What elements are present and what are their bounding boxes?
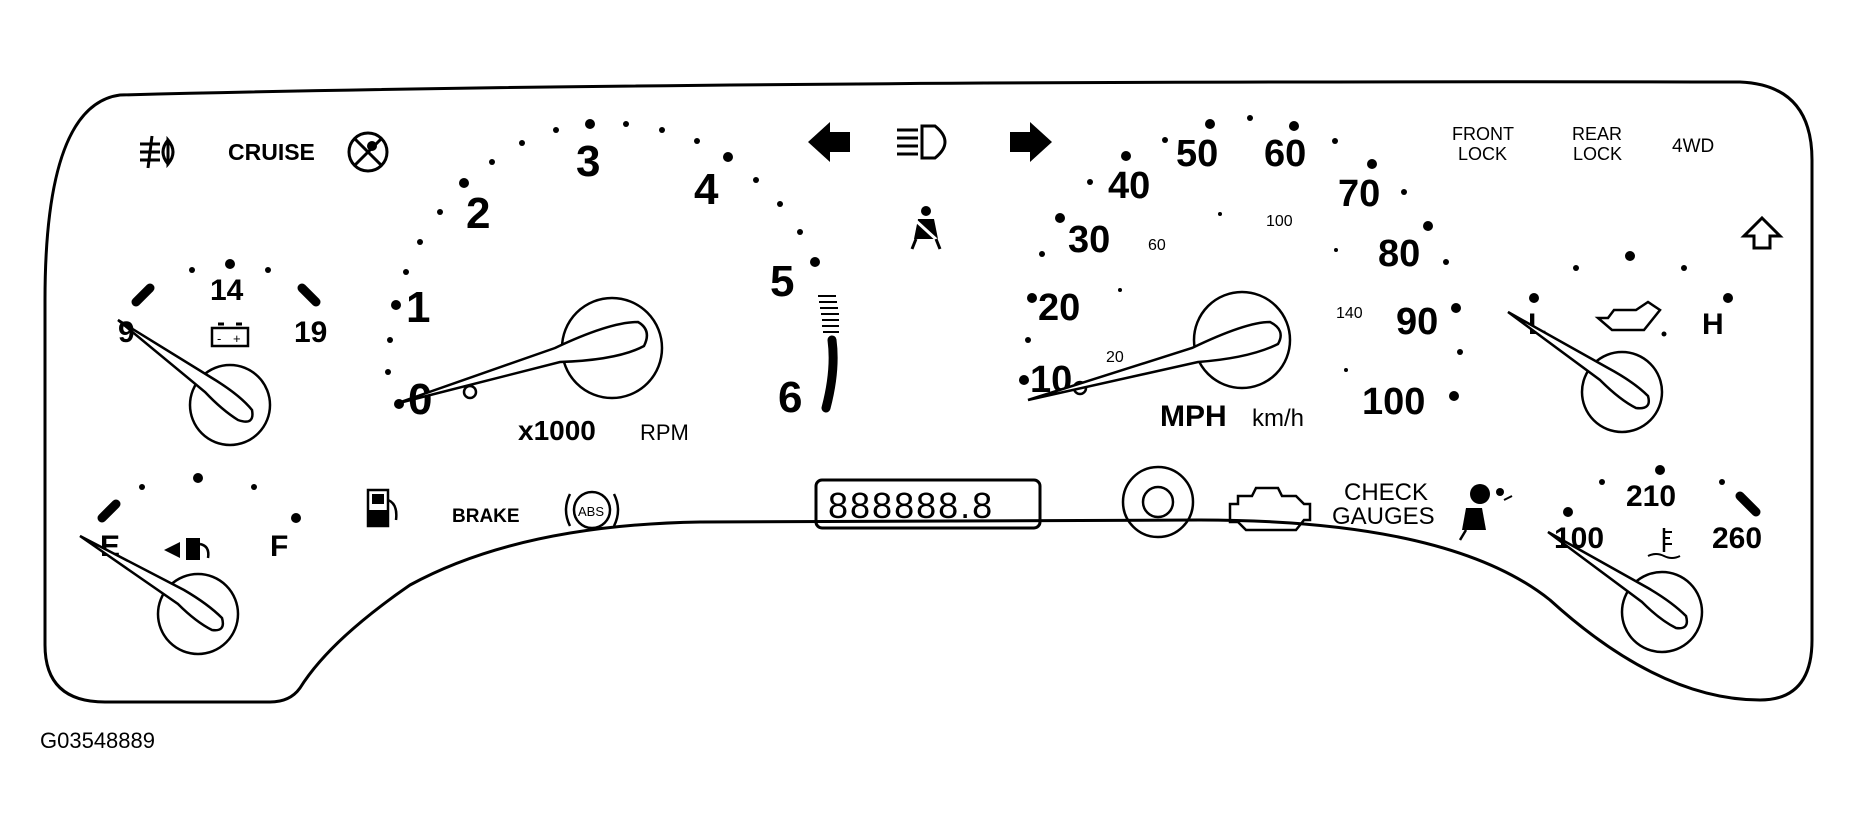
tach-tick-6: 6 bbox=[778, 373, 802, 422]
speedometer-gauge: 10 20 30 40 50 60 70 80 90 100 20 60 100… bbox=[1019, 115, 1463, 433]
mph-tick-50: 50 bbox=[1176, 133, 1218, 175]
temp-hub bbox=[1620, 570, 1704, 654]
tach-needle bbox=[394, 320, 649, 406]
seatbelt-icon bbox=[910, 206, 942, 250]
four-wd-label: 4WD bbox=[1672, 136, 1714, 157]
oil-needle bbox=[1507, 310, 1650, 410]
mph-tick-80: 80 bbox=[1378, 233, 1420, 275]
oil-hub bbox=[1580, 350, 1664, 434]
oil-high-label: H bbox=[1702, 308, 1724, 341]
tachometer-dots bbox=[385, 119, 820, 409]
tach-pivot bbox=[462, 384, 478, 400]
voltmeter-high-label: 19 bbox=[294, 316, 327, 349]
tach-unit-multiplier: x1000 bbox=[518, 415, 596, 446]
temp-needle bbox=[1547, 530, 1689, 630]
tach-tick-2: 2 bbox=[466, 189, 490, 238]
mph-tick-90: 90 bbox=[1396, 301, 1438, 343]
temp-mid-label: 210 bbox=[1626, 480, 1676, 513]
tach-tick-4: 4 bbox=[694, 165, 719, 214]
high-beam-icon bbox=[897, 124, 947, 160]
upshift-arrow-icon bbox=[1740, 215, 1784, 250]
tach-tick-1: 1 bbox=[406, 283, 430, 332]
fog-light-icon bbox=[140, 135, 175, 169]
mph-tick-100: 100 bbox=[1362, 381, 1425, 423]
kmh-tick-140: 140 bbox=[1336, 305, 1363, 322]
oil-can-icon bbox=[1594, 300, 1667, 337]
fuel-needle bbox=[79, 534, 225, 632]
mph-tick-30: 30 bbox=[1068, 219, 1110, 261]
cruise-label: CRUISE bbox=[228, 139, 315, 165]
oil-pressure-gauge: L H bbox=[1507, 251, 1733, 434]
right-turn-arrow-icon bbox=[1010, 122, 1052, 162]
svg-text:-: - bbox=[217, 331, 221, 346]
kmh-dot bbox=[1344, 368, 1348, 372]
airbag-icon bbox=[1458, 484, 1513, 541]
coolant-temp-gauge: 100 210 260 bbox=[1547, 465, 1762, 654]
front-lock-label-line1: FRONT bbox=[1452, 124, 1514, 144]
kmh-tick-60: 60 bbox=[1148, 237, 1166, 254]
cruise-cancel-icon bbox=[347, 131, 389, 173]
rear-lock-label-line1: REAR bbox=[1572, 124, 1622, 144]
tach-unit-rpm: RPM bbox=[640, 420, 689, 445]
fuel-pump-icon bbox=[366, 488, 398, 528]
mph-tick-60: 60 bbox=[1264, 133, 1306, 175]
battery-icon: - + bbox=[210, 322, 250, 348]
voltmeter-hub bbox=[188, 363, 272, 447]
abs-icon: ABS bbox=[564, 490, 620, 530]
speedo-needle bbox=[1027, 320, 1282, 402]
speedometer-dots bbox=[1019, 115, 1463, 401]
check-engine-icon bbox=[1228, 486, 1312, 532]
front-lock-label-line2: LOCK bbox=[1458, 144, 1507, 164]
tach-tick-3: 3 bbox=[576, 137, 600, 186]
mph-tick-70: 70 bbox=[1338, 173, 1380, 215]
left-turn-arrow-icon bbox=[808, 122, 850, 162]
voltmeter-needle bbox=[117, 318, 254, 423]
security-lamp-icon bbox=[1121, 465, 1195, 539]
tach-redline-hatch bbox=[818, 295, 839, 333]
brake-label: BRAKE bbox=[452, 506, 520, 527]
speedo-hub bbox=[1192, 290, 1292, 390]
rear-lock-label-line2: LOCK bbox=[1573, 144, 1622, 164]
odometer-display: 888888.8 bbox=[814, 478, 1042, 530]
abs-icon-label: ABS bbox=[578, 504, 604, 519]
mph-tick-40: 40 bbox=[1108, 165, 1150, 207]
temp-high-label: 260 bbox=[1712, 522, 1762, 555]
voltmeter-gauge: 9 14 19 - + bbox=[117, 259, 327, 447]
speed-unit-mph: MPH bbox=[1160, 400, 1227, 433]
tach-redline bbox=[821, 335, 838, 413]
low-fuel-icon bbox=[164, 538, 210, 560]
mph-tick-20: 20 bbox=[1038, 287, 1080, 329]
odometer-digits: 888888.8 bbox=[828, 485, 994, 526]
cluster-outline bbox=[43, 80, 1814, 704]
speed-unit-kmh: km/h bbox=[1252, 405, 1304, 432]
kmh-tick-100: 100 bbox=[1266, 213, 1293, 230]
fuel-hub bbox=[156, 572, 240, 656]
tachometer-gauge: 0 1 2 3 4 5 6 x1000 RPM bbox=[385, 119, 839, 446]
kmh-dot bbox=[1218, 212, 1222, 216]
kmh-dot bbox=[1118, 288, 1122, 292]
kmh-dot bbox=[1334, 248, 1338, 252]
check-gauges-label-line1: CHECK bbox=[1344, 479, 1428, 506]
fuel-gauge: E F bbox=[79, 473, 301, 656]
fuel-full-label: F bbox=[270, 530, 288, 563]
check-gauges-label-line2: GAUGES bbox=[1332, 503, 1435, 530]
tach-tick-5: 5 bbox=[770, 257, 794, 306]
kmh-tick-20: 20 bbox=[1106, 349, 1124, 366]
svg-text:+: + bbox=[233, 331, 241, 346]
voltmeter-mid-label: 14 bbox=[210, 274, 244, 307]
coolant-temp-icon bbox=[1647, 528, 1681, 559]
reference-code: G03548889 bbox=[40, 728, 155, 753]
